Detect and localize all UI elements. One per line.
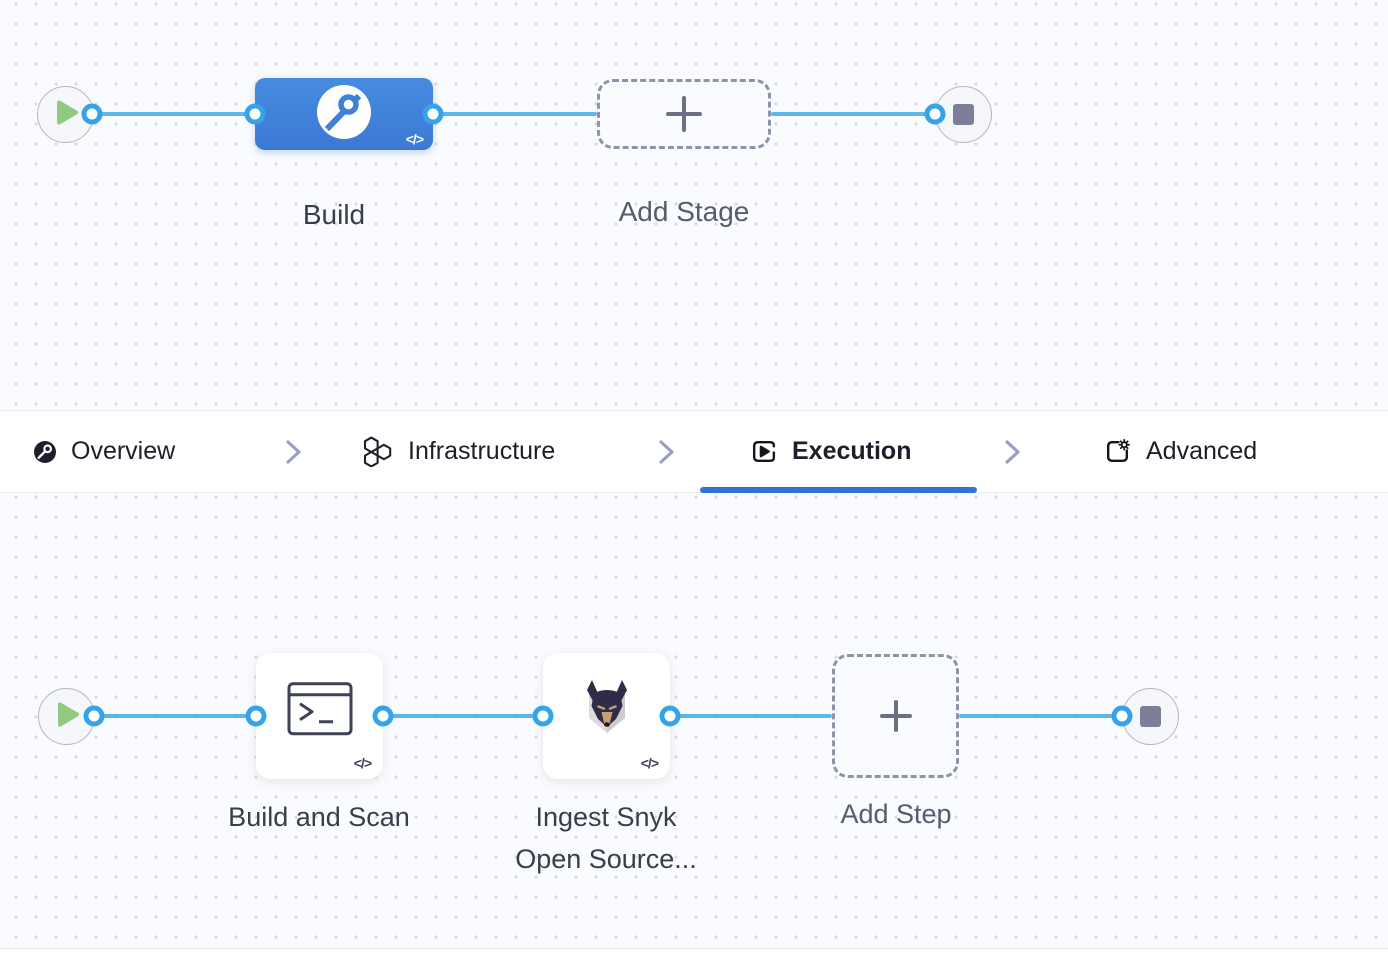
snyk-doberman-icon xyxy=(575,676,639,745)
stage-label: Build xyxy=(302,199,366,230)
play-icon xyxy=(53,701,80,733)
tab-infrastructure[interactable]: Infrastructure xyxy=(361,411,555,492)
plus-icon xyxy=(878,698,914,734)
chevron-right-icon xyxy=(1001,439,1023,470)
connector-line xyxy=(433,112,597,116)
pipeline-end-node xyxy=(935,86,992,143)
connector-dot[interactable] xyxy=(924,103,946,125)
connector-dot[interactable] xyxy=(422,103,444,125)
add-stage-label: Add Stage xyxy=(618,196,750,227)
stop-icon xyxy=(953,104,974,125)
step-graph-canvas[interactable]: </> </> xyxy=(0,493,1388,948)
connector-line xyxy=(92,112,256,116)
tab-advanced[interactable]: Advanced xyxy=(1103,411,1257,492)
connector-line xyxy=(670,714,832,718)
code-view-badge: </> xyxy=(353,755,372,771)
play-icon xyxy=(52,99,79,131)
overview-icon xyxy=(33,440,57,464)
plus-icon xyxy=(664,94,704,134)
step-label-line: Open Source... xyxy=(515,844,697,874)
connector-dot[interactable] xyxy=(372,705,394,727)
step-label: Ingest Snyk Open Source... xyxy=(515,796,697,880)
step-node-ingest-snyk[interactable]: </> xyxy=(543,653,670,779)
advanced-icon xyxy=(1103,437,1132,466)
tab-overview[interactable]: Overview xyxy=(33,411,175,492)
ci-stage-icon xyxy=(315,83,373,146)
tab-label: Execution xyxy=(792,437,912,465)
tab-label: Infrastructure xyxy=(408,437,556,465)
connector-dot[interactable] xyxy=(659,705,681,727)
add-step-button[interactable] xyxy=(832,654,959,778)
infrastructure-icon xyxy=(361,436,394,467)
chevron-right-icon xyxy=(655,439,677,470)
connector-dot[interactable] xyxy=(81,103,103,125)
stage-config-tabbar: Overview Infrastructure xyxy=(0,410,1388,493)
code-view-badge: </> xyxy=(405,131,424,147)
connector-dot[interactable] xyxy=(532,705,554,727)
step-node-build-and-scan[interactable]: </> xyxy=(256,653,383,779)
connector-line xyxy=(383,714,543,718)
connector-dot[interactable] xyxy=(83,705,105,727)
connector-line xyxy=(771,112,936,116)
stage-end-node xyxy=(1122,688,1179,745)
add-step-label: Add Step xyxy=(840,799,952,829)
tab-label: Advanced xyxy=(1146,437,1258,465)
connector-line xyxy=(959,714,1122,718)
connector-dot[interactable] xyxy=(245,705,267,727)
stage-node-build[interactable]: </> xyxy=(255,78,433,150)
add-stage-button[interactable] xyxy=(597,79,771,149)
connector-dot[interactable] xyxy=(244,103,266,125)
chevron-right-icon xyxy=(282,439,304,470)
canvas-bottom-edge xyxy=(0,948,1388,954)
step-label-line: Ingest Snyk xyxy=(535,802,677,832)
stop-icon xyxy=(1140,706,1161,727)
execution-icon xyxy=(749,437,778,466)
tab-label: Overview xyxy=(71,437,176,465)
code-view-badge: </> xyxy=(640,755,659,771)
active-tab-underline xyxy=(700,487,977,493)
connector-line xyxy=(94,714,256,718)
terminal-icon xyxy=(287,682,353,741)
connector-dot[interactable] xyxy=(1111,705,1133,727)
stage-graph-canvas[interactable]: </> Build Add Stage xyxy=(0,0,1388,410)
tab-execution[interactable]: Execution xyxy=(749,411,911,492)
step-label: Build and Scan xyxy=(228,802,410,832)
